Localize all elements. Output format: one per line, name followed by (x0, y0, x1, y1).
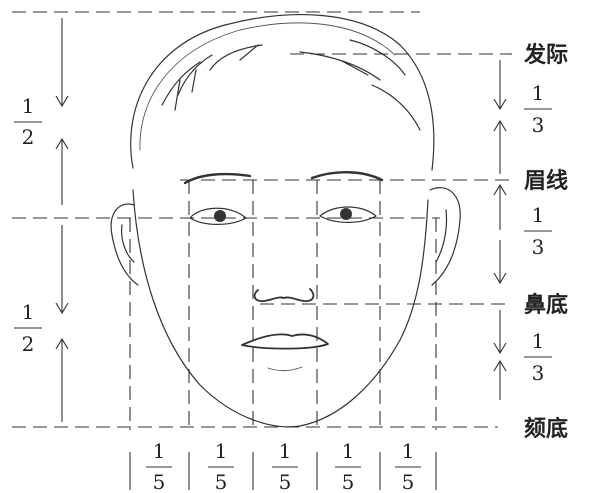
left-fraction-bottom: 1 2 (14, 300, 42, 356)
fraction-denominator: 3 (532, 235, 545, 259)
left-ear (110, 203, 139, 286)
jaw-outline (132, 189, 429, 428)
fraction-denominator: 2 (22, 332, 35, 356)
fraction-numerator: 1 (532, 203, 545, 227)
fraction-denominator: 5 (342, 470, 355, 493)
right-fraction-1: 1 3 (524, 81, 552, 137)
right-eyebrow (310, 171, 384, 182)
fraction-numerator: 1 (215, 439, 228, 463)
label-nose-base: 鼻底 (524, 292, 568, 318)
fraction-denominator: 3 (532, 361, 545, 385)
fraction-numerator: 1 (153, 439, 166, 463)
bottom-ticks (129, 452, 437, 490)
horizontal-guides (12, 11, 512, 428)
fraction-numerator: 1 (342, 439, 355, 463)
fraction-numerator: 1 (402, 439, 415, 463)
head-outline-stroke (139, 22, 396, 151)
bottom-fraction-5: 1 5 (395, 439, 421, 493)
left-fraction-top: 1 2 (14, 94, 42, 149)
fraction-denominator: 5 (402, 470, 415, 493)
fraction-denominator: 5 (215, 470, 228, 493)
bottom-fraction-1: 1 5 (146, 439, 172, 493)
fraction-denominator: 2 (22, 125, 35, 149)
right-fraction-2: 1 3 (524, 203, 552, 259)
chin-line-mark (267, 366, 303, 371)
left-eye (189, 207, 247, 225)
bottom-fraction-2: 1 5 (208, 439, 234, 493)
vertical-guides (129, 180, 437, 430)
right-fraction-3: 1 3 (524, 329, 552, 385)
right-ear (429, 187, 461, 286)
right-arrows (493, 60, 507, 400)
nose (253, 288, 315, 302)
label-eyebrow: 眉线 (524, 168, 568, 194)
left-eyebrow (183, 172, 252, 185)
fraction-numerator: 1 (532, 329, 545, 353)
fraction-numerator: 1 (22, 300, 35, 324)
right-eye (319, 206, 377, 223)
left-arrows (55, 18, 69, 422)
head-outline (130, 14, 435, 171)
face-sketch (110, 14, 461, 428)
fraction-numerator: 1 (532, 81, 545, 105)
label-chin: 颏底 (524, 416, 568, 442)
bottom-fraction-3: 1 5 (272, 439, 298, 493)
fraction-numerator: 1 (22, 94, 35, 118)
fraction-denominator: 5 (153, 470, 166, 493)
hair-fringe (161, 39, 421, 131)
mouth (241, 333, 329, 350)
label-hairline: 发际 (523, 42, 568, 68)
bottom-fraction-4: 1 5 (335, 439, 361, 493)
fraction-denominator: 5 (279, 470, 292, 493)
fraction-numerator: 1 (279, 439, 292, 463)
fraction-denominator: 3 (532, 113, 545, 137)
